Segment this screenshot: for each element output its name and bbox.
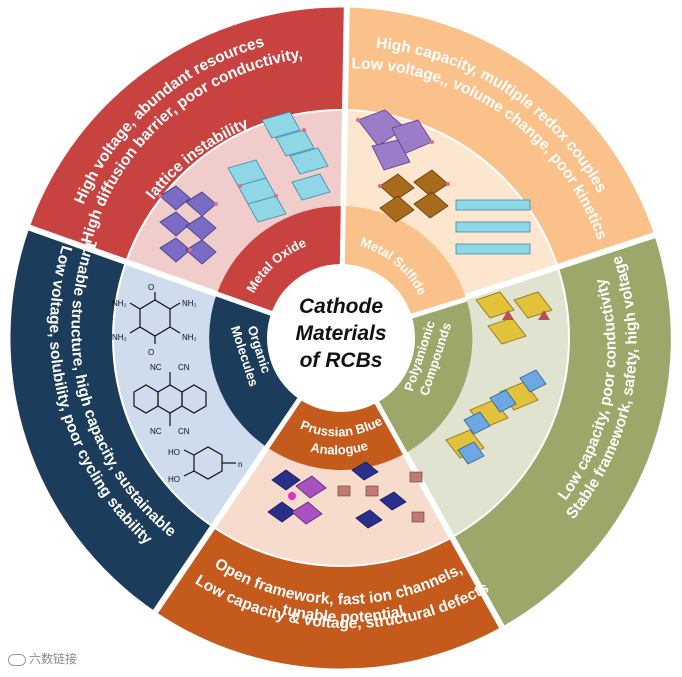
- svg-text:HO: HO: [168, 448, 180, 457]
- organic-chem-labels: O O NH₂ NH₂ NH₂ NH₂ NC CN NC CN HO HO n: [112, 283, 242, 484]
- center-title-line1: Cathode: [299, 295, 383, 318]
- svg-text:NH₂: NH₂: [182, 333, 197, 342]
- svg-text:HO: HO: [168, 475, 180, 484]
- center-title-line3: of RCBs: [300, 349, 383, 372]
- center-circle: [267, 264, 415, 412]
- label-prussian-blue-2: Analogue: [309, 438, 369, 458]
- watermark-logo-icon: [8, 653, 26, 666]
- svg-text:n: n: [238, 460, 242, 469]
- metal-oxide-crystal-icon: [158, 111, 331, 265]
- svg-text:NC: NC: [150, 363, 162, 372]
- prussian-blue-crystal-icon: [267, 461, 425, 529]
- svg-text:O: O: [148, 348, 154, 357]
- polyanionic-crystal-icon: [445, 291, 553, 465]
- svg-text:NH₂: NH₂: [112, 299, 127, 308]
- svg-text:NH₂: NH₂: [112, 333, 127, 342]
- center-title-line2: Materials: [295, 322, 386, 345]
- svg-text:NH₂: NH₂: [182, 299, 197, 308]
- watermark-text: 六数链接: [29, 652, 78, 666]
- metal-sulfide-crystal-icon: [356, 109, 531, 255]
- organic-molecule-icon: [129, 292, 236, 480]
- svg-text:NC: NC: [150, 427, 162, 436]
- svg-text:CN: CN: [178, 363, 190, 372]
- svg-text:CN: CN: [178, 427, 190, 436]
- svg-text:O: O: [148, 283, 154, 292]
- watermark: 六数链接: [8, 650, 77, 667]
